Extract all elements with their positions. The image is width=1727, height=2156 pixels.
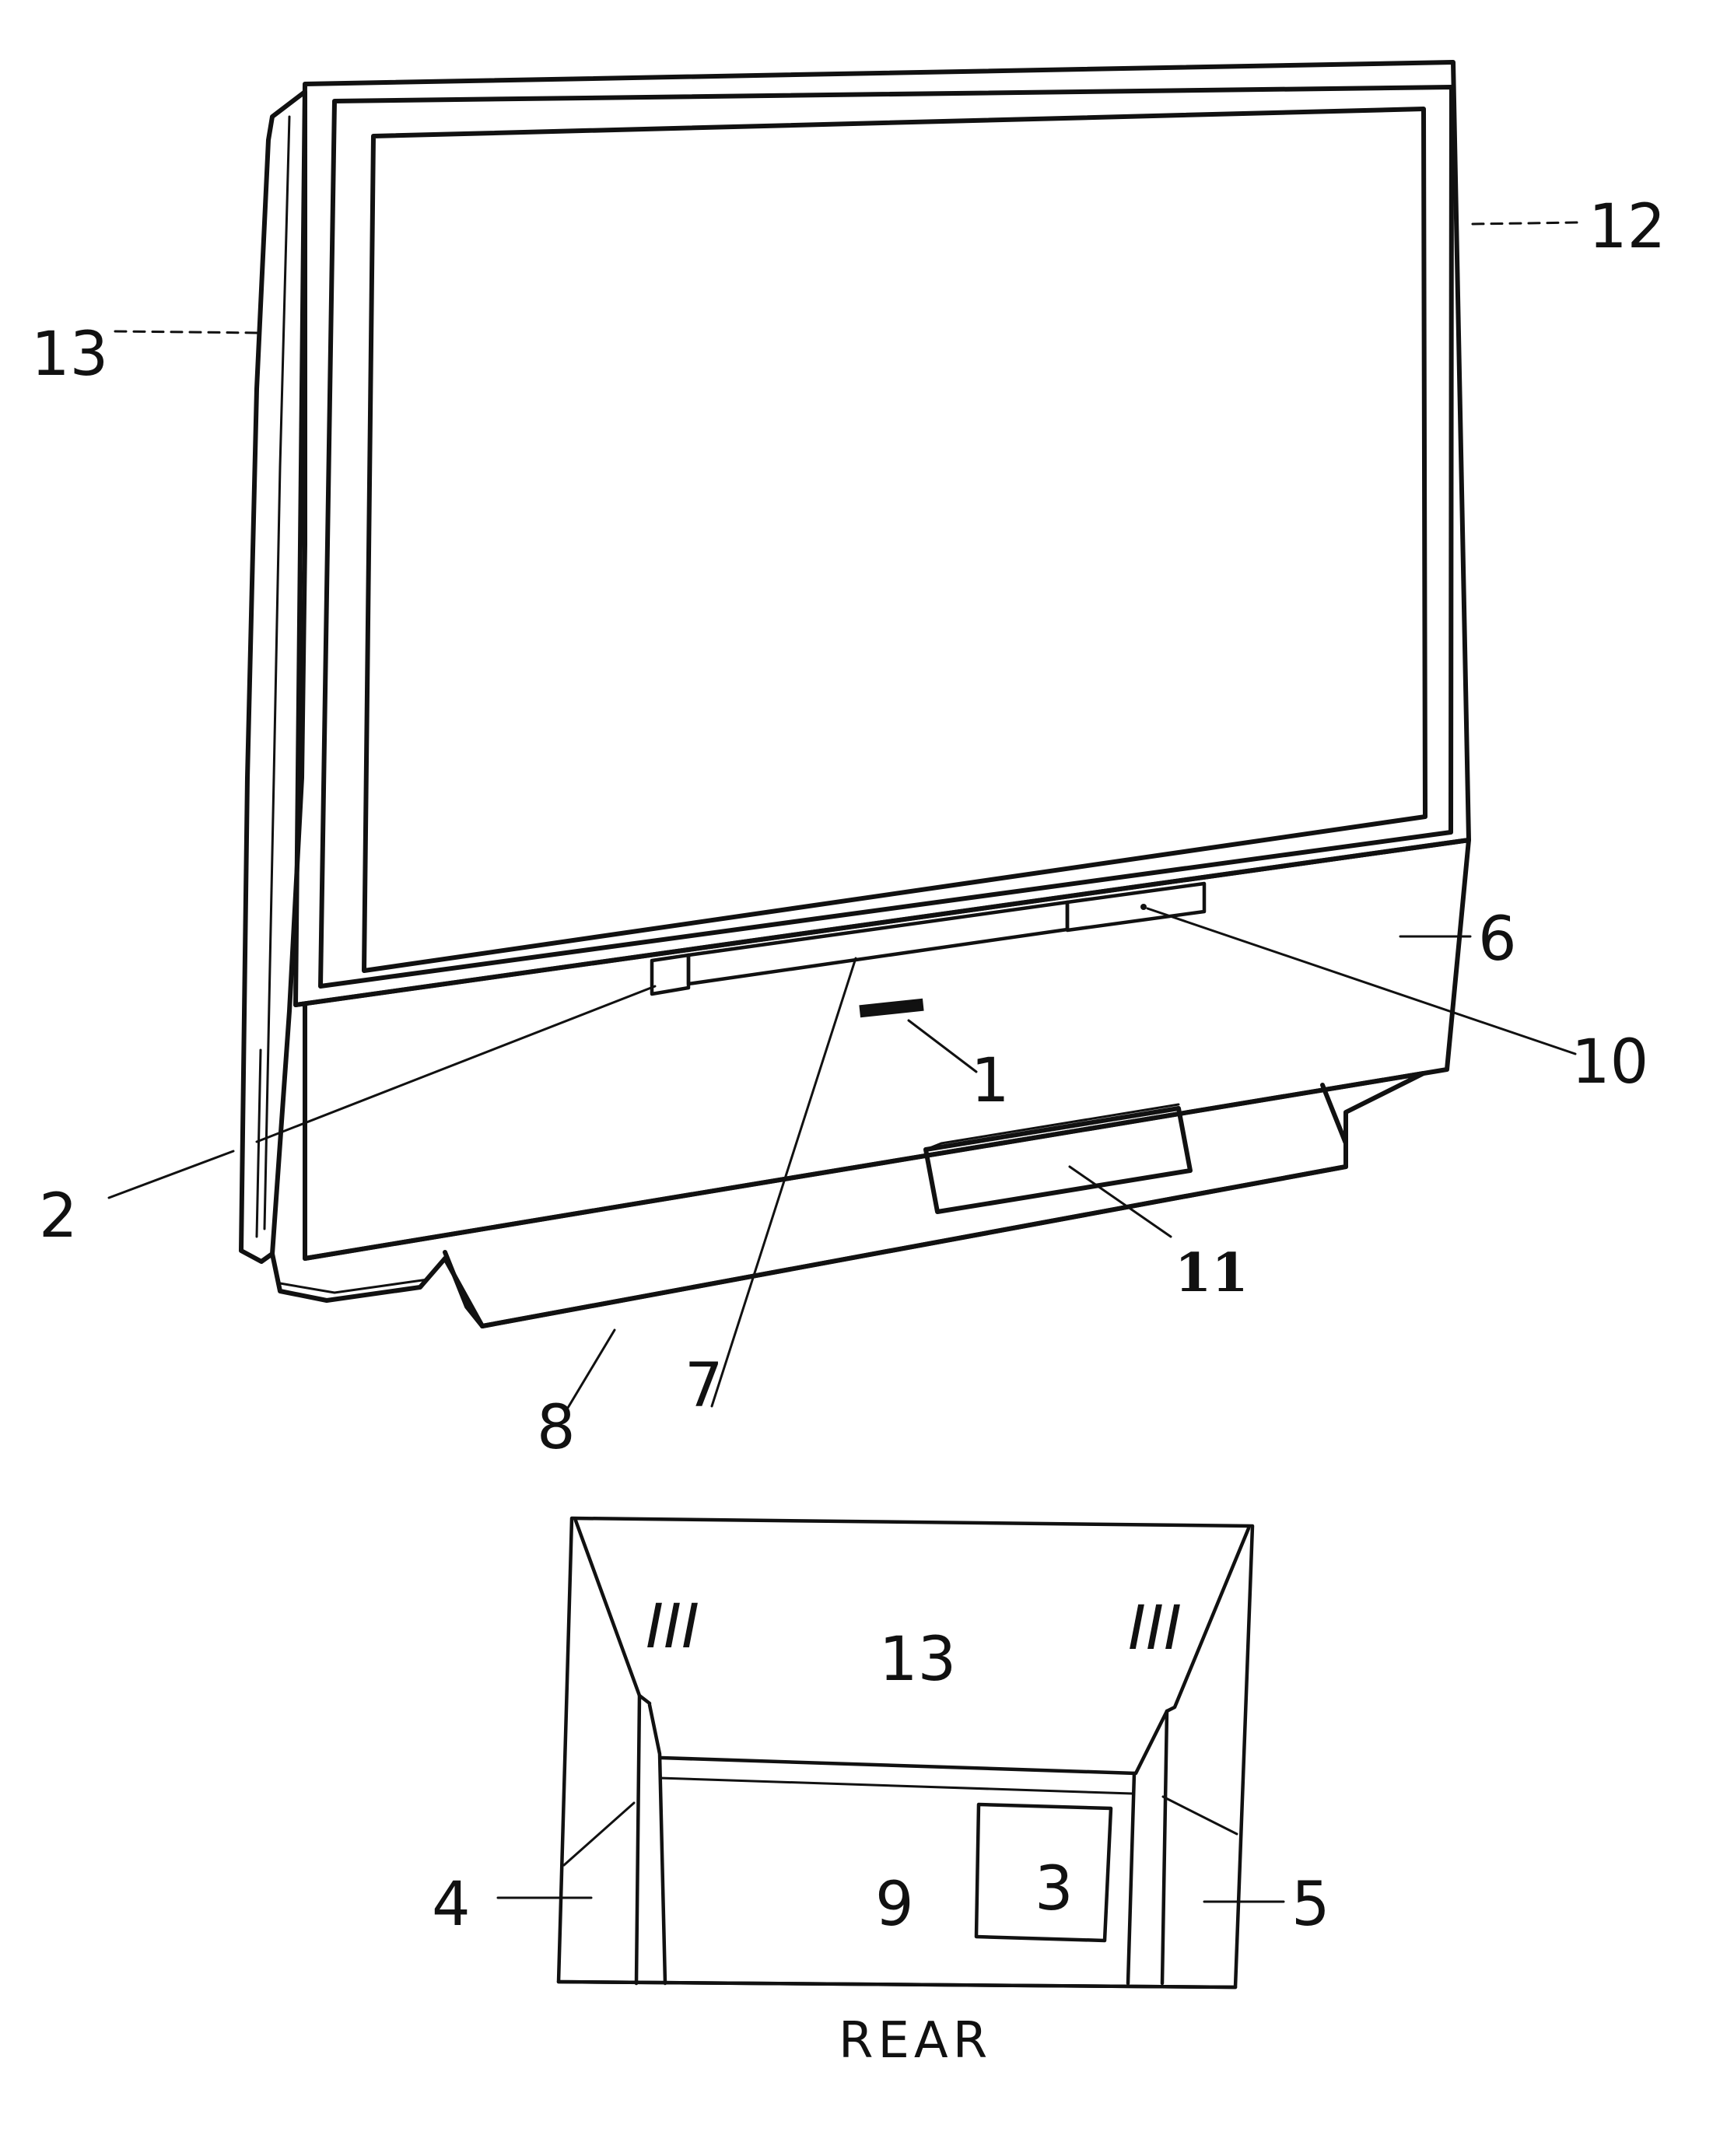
rear-view: III III 13 9 3 4 5 REAR bbox=[432, 1516, 1330, 2070]
base-left-foot bbox=[270, 1251, 447, 1303]
rear-left-strut bbox=[562, 1801, 636, 1867]
button-panel bbox=[1065, 881, 1207, 933]
rear-left-slope bbox=[573, 1518, 652, 1706]
front-panel-edge bbox=[305, 840, 1469, 1005]
cabinet-left-side-inner bbox=[263, 115, 291, 1230]
rear-right-strut bbox=[1161, 1795, 1238, 1836]
drawer-top bbox=[924, 1103, 1180, 1151]
callout-10: 10 bbox=[1571, 1027, 1648, 1097]
rear-left-post bbox=[634, 1693, 667, 1986]
rear-callout-4: 4 bbox=[432, 1870, 471, 1940]
media-drawer bbox=[923, 1106, 1193, 1214]
base-left-foot-inner bbox=[278, 1278, 429, 1294]
callout-13: 13 bbox=[31, 320, 108, 390]
sensor-window bbox=[650, 953, 691, 996]
rear-bottom bbox=[556, 1979, 1238, 1990]
callout-8: 8 bbox=[537, 1393, 576, 1463]
brand-logo bbox=[859, 998, 924, 1018]
cabinet-left-side bbox=[239, 89, 307, 1264]
base-front-left-leg bbox=[443, 1250, 485, 1328]
leader-10 bbox=[1146, 907, 1577, 1055]
rear-callout-9: 9 bbox=[875, 1870, 914, 1940]
front-panel bbox=[293, 838, 1471, 1261]
front-view: 1 2 6 7 8 10 11 12 13 bbox=[31, 60, 1666, 1463]
vent-mark-left: III bbox=[646, 1592, 699, 1662]
screen-bezel bbox=[318, 85, 1454, 989]
leader-13 bbox=[114, 330, 262, 334]
rear-panel-top bbox=[659, 1709, 1169, 1776]
rear-right-post bbox=[1126, 1709, 1169, 1986]
leader-12 bbox=[1471, 221, 1581, 226]
rear-right-slope bbox=[1165, 1526, 1251, 1713]
rear-callout-5: 5 bbox=[1291, 1870, 1330, 1940]
base-bottom-edge bbox=[480, 1164, 1348, 1328]
callout-11: 11 bbox=[1175, 1242, 1249, 1304]
vent-mark-right: III bbox=[1128, 1594, 1182, 1664]
callout-12: 12 bbox=[1589, 192, 1666, 262]
leader-1 bbox=[907, 1019, 978, 1073]
leader-8 bbox=[566, 1328, 616, 1409]
display-screen bbox=[362, 107, 1427, 973]
rear-callout-13: 13 bbox=[879, 1625, 956, 1695]
rear-access-panel bbox=[974, 1802, 1113, 1943]
callout-2: 2 bbox=[39, 1181, 78, 1251]
callout-7: 7 bbox=[685, 1351, 723, 1421]
button-panel-dot bbox=[1140, 904, 1147, 910]
leader-7 bbox=[710, 957, 857, 1408]
rear-panel-top-inner bbox=[658, 1776, 1133, 1795]
callout-1: 1 bbox=[971, 1046, 1010, 1116]
callout-6: 6 bbox=[1478, 905, 1517, 975]
rear-callout-3: 3 bbox=[1035, 1854, 1074, 1924]
cabinet-left-side-groove bbox=[255, 1048, 262, 1238]
cabinet-base bbox=[303, 1071, 1426, 1328]
rear-caption: REAR bbox=[839, 2012, 992, 2070]
base-right-foot bbox=[1320, 1083, 1348, 1169]
leader-2 bbox=[107, 985, 657, 1199]
leader-11 bbox=[1068, 1165, 1172, 1238]
